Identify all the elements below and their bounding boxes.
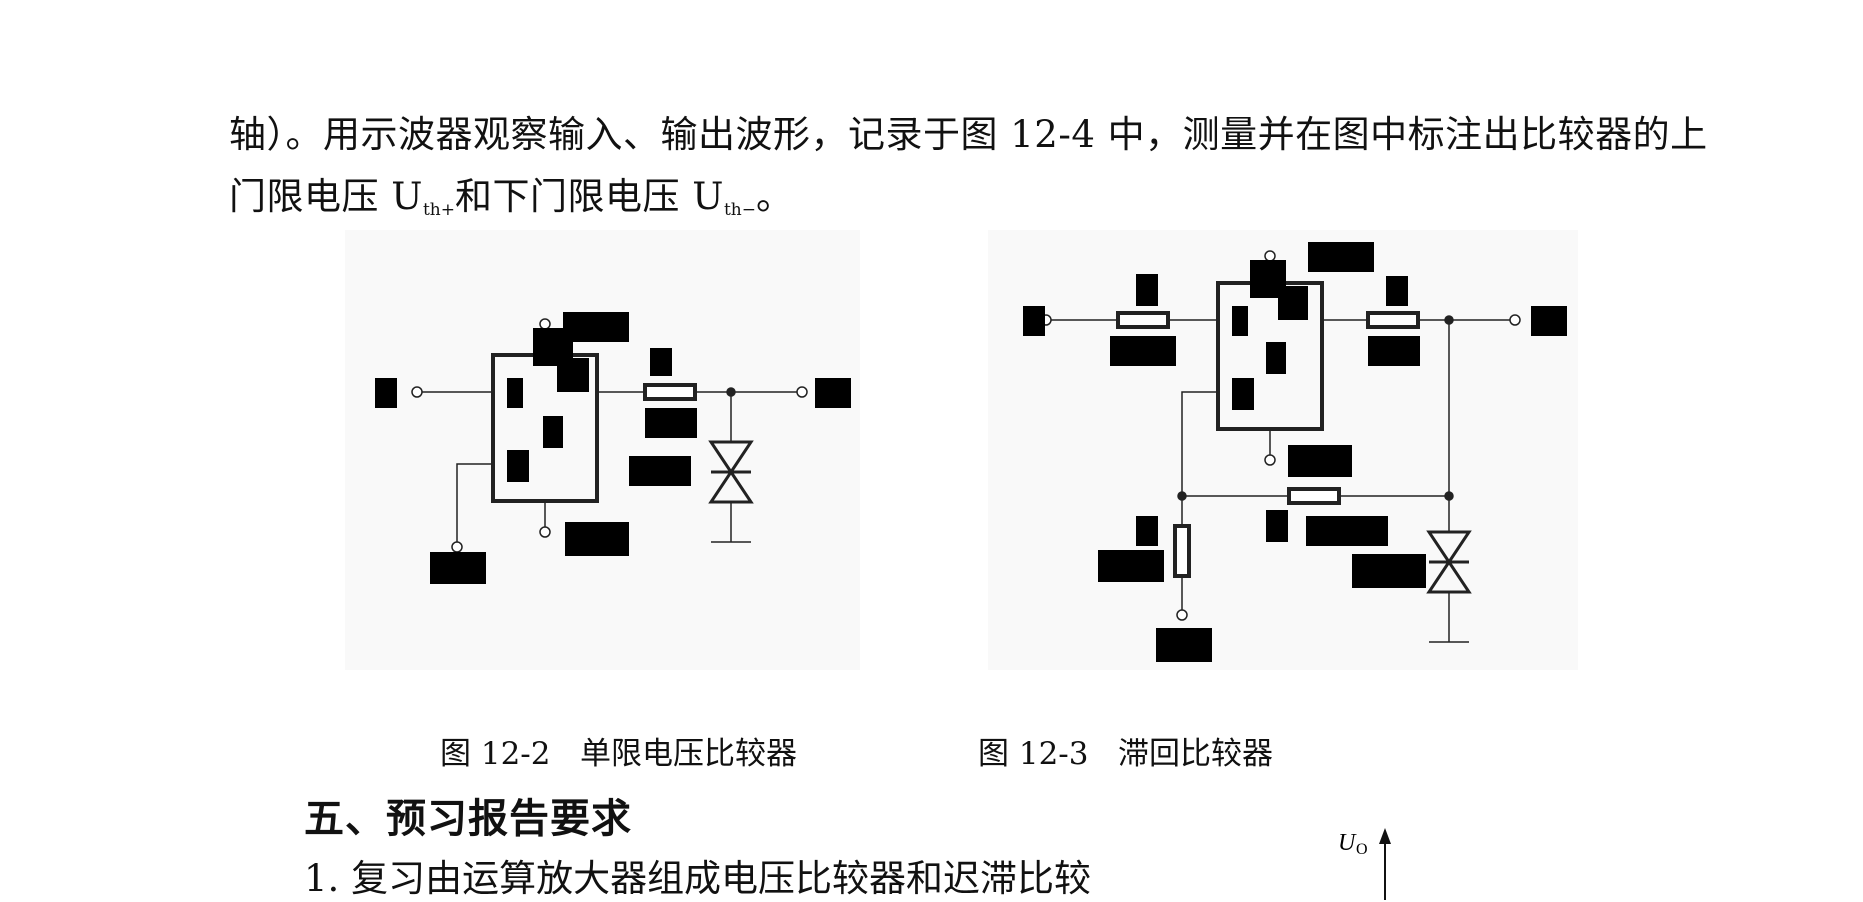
line2-mid: 和下门限电压 U [454, 175, 724, 218]
paragraph-line-1: 轴）。用示波器观察输入、输出波形，记录于图 12-4 中，测量并在图中标注出比较… [229, 113, 1708, 156]
resistor [643, 383, 697, 401]
redacted-labels [1023, 242, 1567, 662]
paragraph-line-2: 门限电压 Uth+和下门限电压 Uth−。 [229, 166, 1749, 241]
arrow-up-icon [1379, 828, 1391, 844]
resistor [1116, 311, 1170, 329]
line2-pre: 门限电压 U [229, 175, 423, 218]
figure-12-2-circuit [345, 230, 860, 670]
figure-12-3-caption: 图 12-3 滞回比较器 [978, 736, 1274, 772]
figure-12-2-caption: 图 12-2 单限电压比较器 [440, 736, 798, 772]
axis-label-sub: O [1356, 841, 1368, 858]
uth-plus-subscript: th+ [422, 200, 455, 220]
axis-label-u: U [1338, 830, 1357, 856]
list-item-1: 1. 复习由运算放大器组成电压比较器和迟滞比较 [304, 857, 1092, 900]
uo-axis: U O [1338, 828, 1391, 900]
redacted-labels [375, 312, 851, 584]
uth-minus-subscript: th− [723, 200, 756, 220]
figure-12-3-circuit [988, 230, 1578, 670]
section-heading: 五、预习报告要求 [304, 796, 632, 842]
line2-end: 。 [755, 175, 794, 218]
